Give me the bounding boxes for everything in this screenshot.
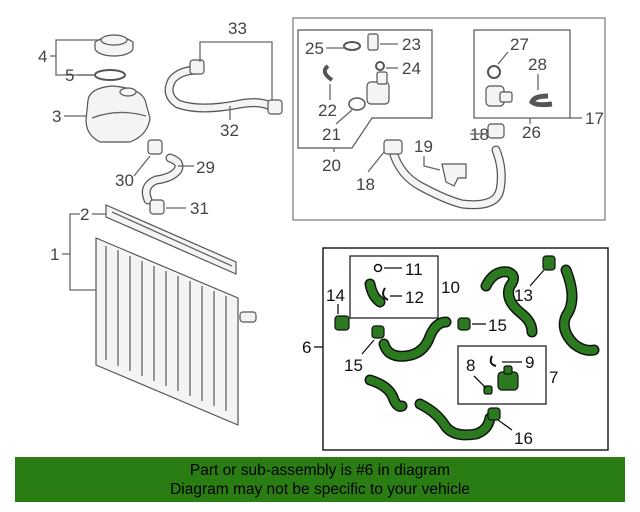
upper-hose-32 <box>164 59 283 115</box>
thermostat-housing <box>366 33 390 105</box>
group-7-frame <box>457 345 547 405</box>
callout-19: 19 <box>414 137 433 156</box>
callout-11: 11 <box>405 260 423 279</box>
coolant-hose-lower-left <box>364 374 408 412</box>
callout-26: 26 <box>522 123 541 142</box>
callout-31: 31 <box>190 199 209 218</box>
clip-9 <box>489 355 497 367</box>
callout-20: 20 <box>322 156 341 175</box>
coolant-hose-right <box>558 264 600 356</box>
callout-22: 22 <box>318 101 337 120</box>
seal-21 <box>348 97 366 111</box>
callout-4: 4 <box>38 47 47 66</box>
callout-2: 2 <box>80 205 89 224</box>
callout-5: 5 <box>65 66 74 85</box>
clamp-13 <box>542 255 556 271</box>
gasket-22 <box>322 64 334 82</box>
o-ring-27 <box>487 65 501 79</box>
callout-16: 16 <box>514 429 533 448</box>
expansion-tank <box>85 85 151 143</box>
pipe-28 <box>529 93 553 108</box>
clamp-15-right <box>457 317 471 331</box>
radiator <box>95 204 257 426</box>
coolant-hose-bottom <box>414 398 496 441</box>
hose-29-30 <box>141 139 184 215</box>
callout-33: 33 <box>228 19 247 38</box>
callout-14: 14 <box>326 286 345 305</box>
callout-32: 32 <box>220 121 239 140</box>
upper-radiator-hose <box>383 123 506 210</box>
group-6-frame <box>322 247 609 451</box>
callout-29: 29 <box>196 158 215 177</box>
group-17-frame <box>292 17 606 221</box>
callout-9: 9 <box>525 353 534 372</box>
clamp-14 <box>334 315 350 331</box>
o-ring <box>94 69 126 81</box>
group-10-frame <box>349 255 439 319</box>
group-20-frame <box>297 29 433 149</box>
connector-12 <box>364 278 389 308</box>
callout-21: 21 <box>322 125 341 144</box>
callout-18-left: 18 <box>356 175 375 194</box>
callout-15-left: 15 <box>344 356 363 375</box>
callout-1: 1 <box>50 245 59 264</box>
clamp-15-left <box>371 325 385 339</box>
banner-line-1: Part or sub-assembly is #6 in diagram <box>189 462 451 479</box>
callout-27: 27 <box>510 35 529 54</box>
parts-diagram: 4 5 3 33 32 29 30 31 2 1 17 <box>38 17 609 451</box>
callout-12: 12 <box>405 288 424 307</box>
coolant-hose-middle <box>480 266 538 338</box>
o-ring-11 <box>373 263 383 273</box>
banner-line-2: Diagram may not be specific to your vehi… <box>170 481 470 498</box>
callout-30: 30 <box>115 171 134 190</box>
callout-13: 13 <box>514 286 533 305</box>
info-banner: Part or sub-assembly is #6 in diagram Di… <box>15 457 625 502</box>
callout-25: 25 <box>305 39 324 58</box>
reservoir-cap <box>94 34 134 57</box>
callout-3: 3 <box>52 107 61 126</box>
callout-28: 28 <box>528 55 547 74</box>
coolant-pump-7 <box>497 365 519 391</box>
group-26-frame <box>473 29 571 119</box>
callout-10: 10 <box>441 278 460 297</box>
callout-24: 24 <box>402 59 421 78</box>
callout-6: 6 <box>302 338 311 357</box>
clamp-16 <box>487 407 501 421</box>
flange-26 <box>485 85 513 107</box>
clip-25 <box>343 41 361 51</box>
o-ring-24 <box>375 61 385 71</box>
callout-15-right: 15 <box>488 316 507 335</box>
callout-23: 23 <box>402 35 421 54</box>
callout-7: 7 <box>549 368 558 387</box>
callout-8: 8 <box>466 356 475 375</box>
coolant-hose-main <box>378 316 452 362</box>
callout-17: 17 <box>585 109 604 128</box>
